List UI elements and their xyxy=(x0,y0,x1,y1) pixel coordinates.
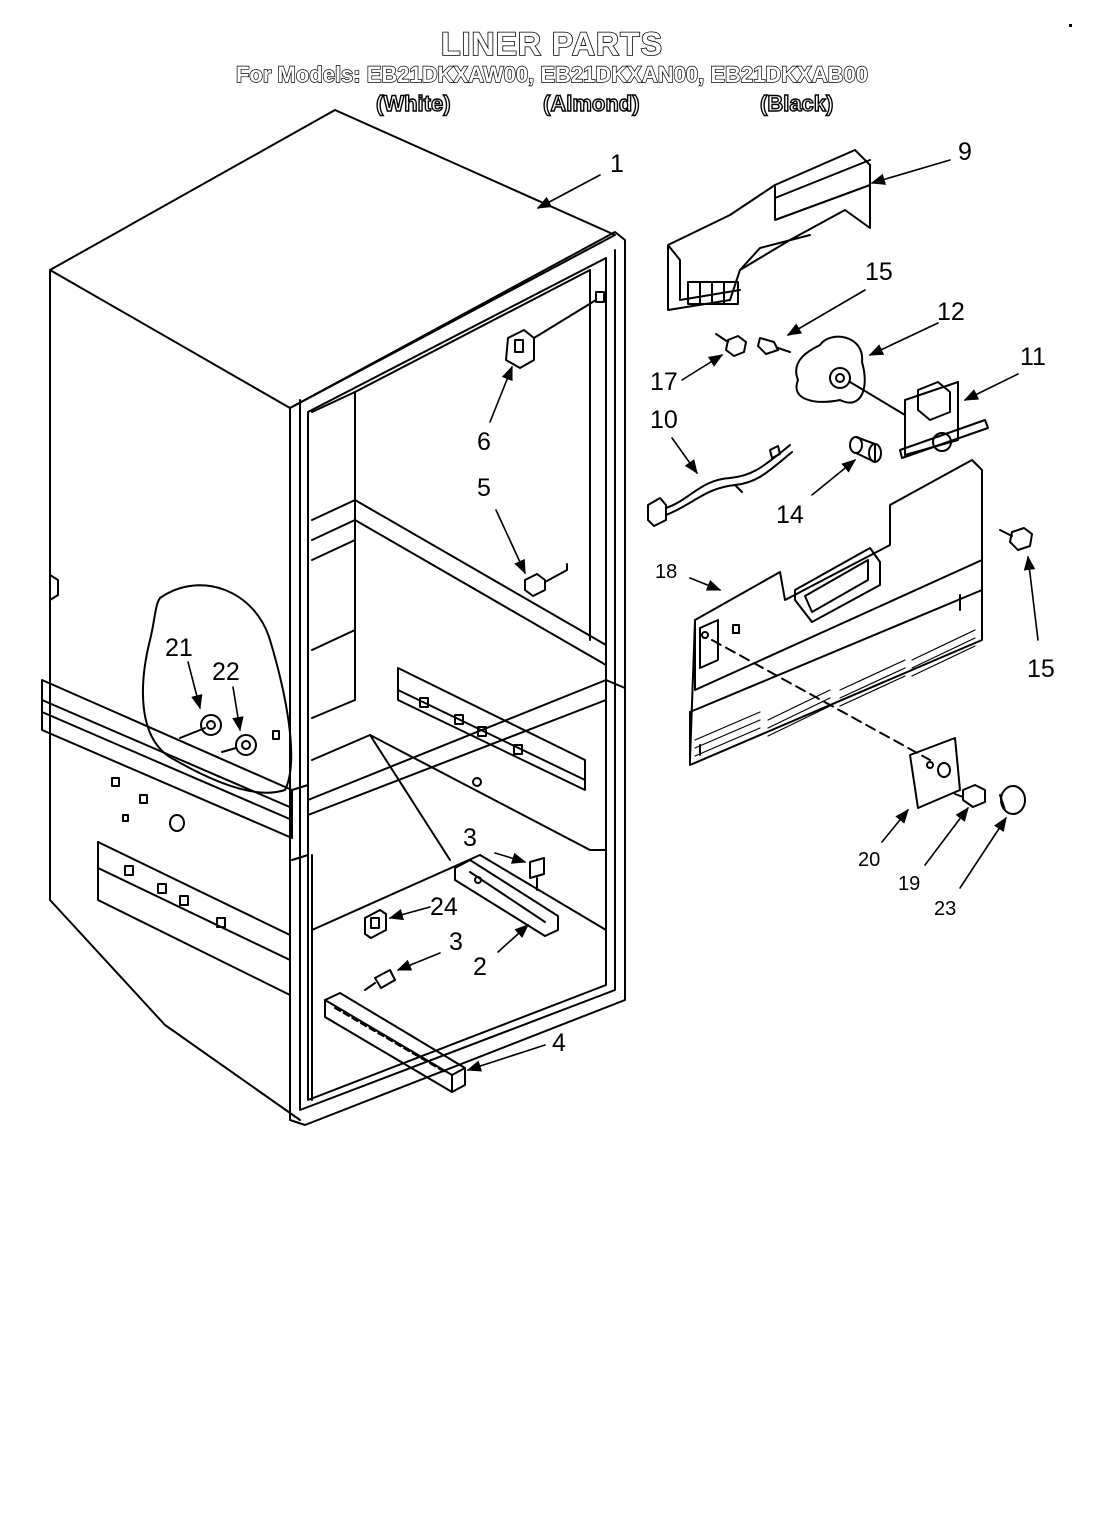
part-11-motor-bracket xyxy=(899,381,989,459)
part-18-cover xyxy=(689,459,983,766)
callout-9: 9 xyxy=(958,138,972,166)
callout-labels: 1 9 15 12 11 17 10 14 15 18 6 5 21 22 3 … xyxy=(165,138,1055,1057)
part-6-switch xyxy=(505,291,605,369)
variant-white: (White) xyxy=(375,90,451,116)
callout-6: 6 xyxy=(477,428,491,456)
variant-almond: (Almond) xyxy=(542,90,640,116)
callout-12: 12 xyxy=(937,298,965,326)
part-20-plate xyxy=(909,737,961,809)
callout-11: 11 xyxy=(1020,343,1046,371)
part-9-duct xyxy=(667,149,871,311)
part-10-harness xyxy=(647,444,793,527)
callout-21: 21 xyxy=(165,634,193,662)
part-24-clip xyxy=(364,909,387,939)
part-15-screws xyxy=(757,337,1033,551)
callout-18: 18 xyxy=(655,561,677,583)
variant-black: (Black) xyxy=(759,90,834,116)
callout-20: 20 xyxy=(858,849,880,871)
callout-10: 10 xyxy=(650,406,678,434)
callout-23: 23 xyxy=(934,898,956,920)
callout-17: 17 xyxy=(650,368,678,396)
callout-1: 1 xyxy=(610,150,624,178)
callout-15b: 15 xyxy=(1027,655,1055,683)
part-12-fan xyxy=(795,335,906,416)
callout-22: 22 xyxy=(212,658,240,686)
callout-14: 14 xyxy=(776,501,804,529)
models-line: For Models: EB21DKXAW00, EB21DKXAN00, EB… xyxy=(235,61,869,87)
part-19-screw xyxy=(954,784,986,808)
callout-5: 5 xyxy=(477,474,491,502)
callout-4: 4 xyxy=(552,1029,566,1057)
leader-lines xyxy=(187,159,1039,1072)
callout-3a: 3 xyxy=(463,824,477,852)
part-2-rail xyxy=(454,859,559,937)
callout-15a: 15 xyxy=(865,258,893,286)
part-3-screws xyxy=(364,857,545,991)
page-title: LINER PARTS xyxy=(440,25,663,63)
part-23-cap xyxy=(999,785,1026,815)
part-4-grille xyxy=(324,992,466,1093)
callout-2: 2 xyxy=(473,953,487,981)
callout-24: 24 xyxy=(430,893,458,921)
part-14-bushing xyxy=(849,436,882,463)
callout-3b: 3 xyxy=(449,928,463,956)
part-5-sensor xyxy=(524,563,568,597)
part-17-screw xyxy=(715,333,747,357)
liner-cabinet xyxy=(41,109,626,1126)
callout-19: 19 xyxy=(898,873,920,895)
part-21-22-knobs xyxy=(179,714,257,756)
